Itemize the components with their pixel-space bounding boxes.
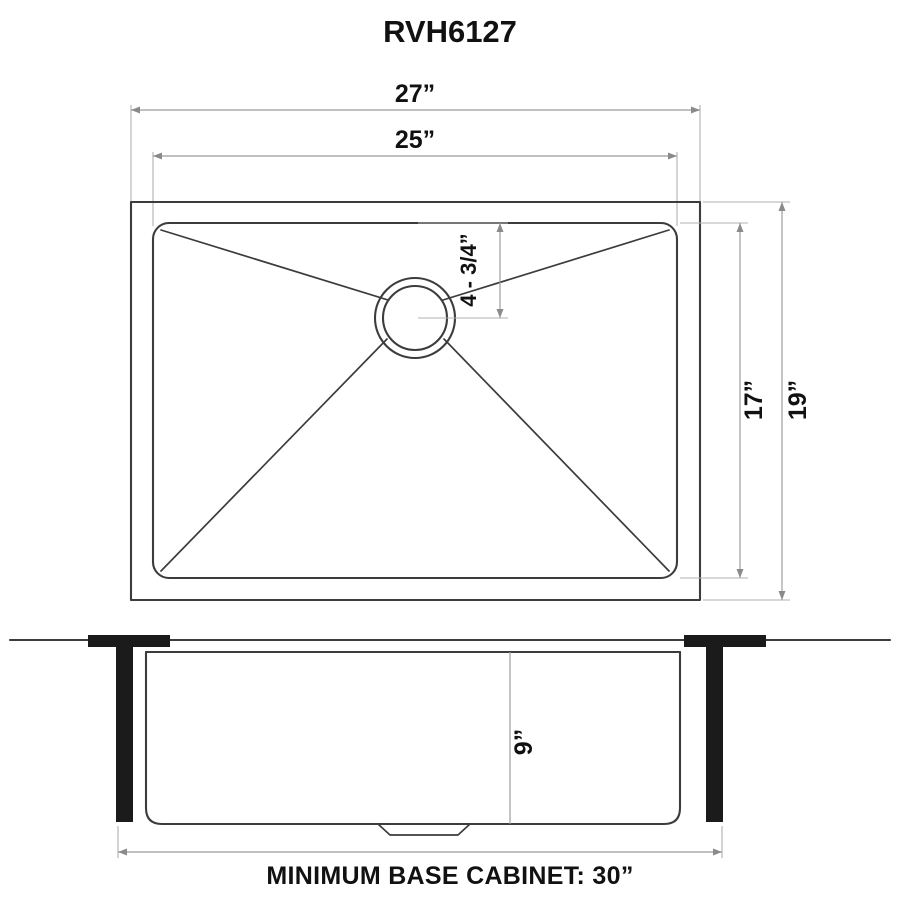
overall-depth-dimension: 19” [703,201,812,601]
sink-rim-outline [129,200,702,602]
right-cabinet-support [684,635,766,822]
basin-slope-lines [160,229,670,572]
top-view-group: 27” 25” [129,80,812,602]
basin-height-label: 9” [510,729,538,755]
cabinet-caption: MINIMUM BASE CABINET: 30” [266,862,633,890]
overall-width-label: 27” [395,80,435,108]
drain-offset-label: 4 - 3/4” [456,233,481,306]
basin-outline [151,221,679,580]
cabinet-width-dimension [117,826,723,858]
basin-depth-dimension: 17” [680,222,768,579]
page-title: RVH6127 [383,14,517,49]
overall-depth-label: 19” [784,380,812,420]
basin-width-label: 25” [395,126,435,154]
drain-offset-dimension: 4 - 3/4” [418,222,508,319]
overall-width-dimension: 27” [130,80,701,205]
basin-depth-label: 17” [740,380,768,420]
drain-notch-outline [377,823,471,836]
basin-width-dimension: 25” [152,126,678,226]
basin-section-outline [144,650,682,826]
left-cabinet-support [88,635,170,822]
section-view-group: 9” MINIMUM BASE CABINET: 30” [8,635,892,890]
basin-height-dimension: 9” [509,652,538,824]
